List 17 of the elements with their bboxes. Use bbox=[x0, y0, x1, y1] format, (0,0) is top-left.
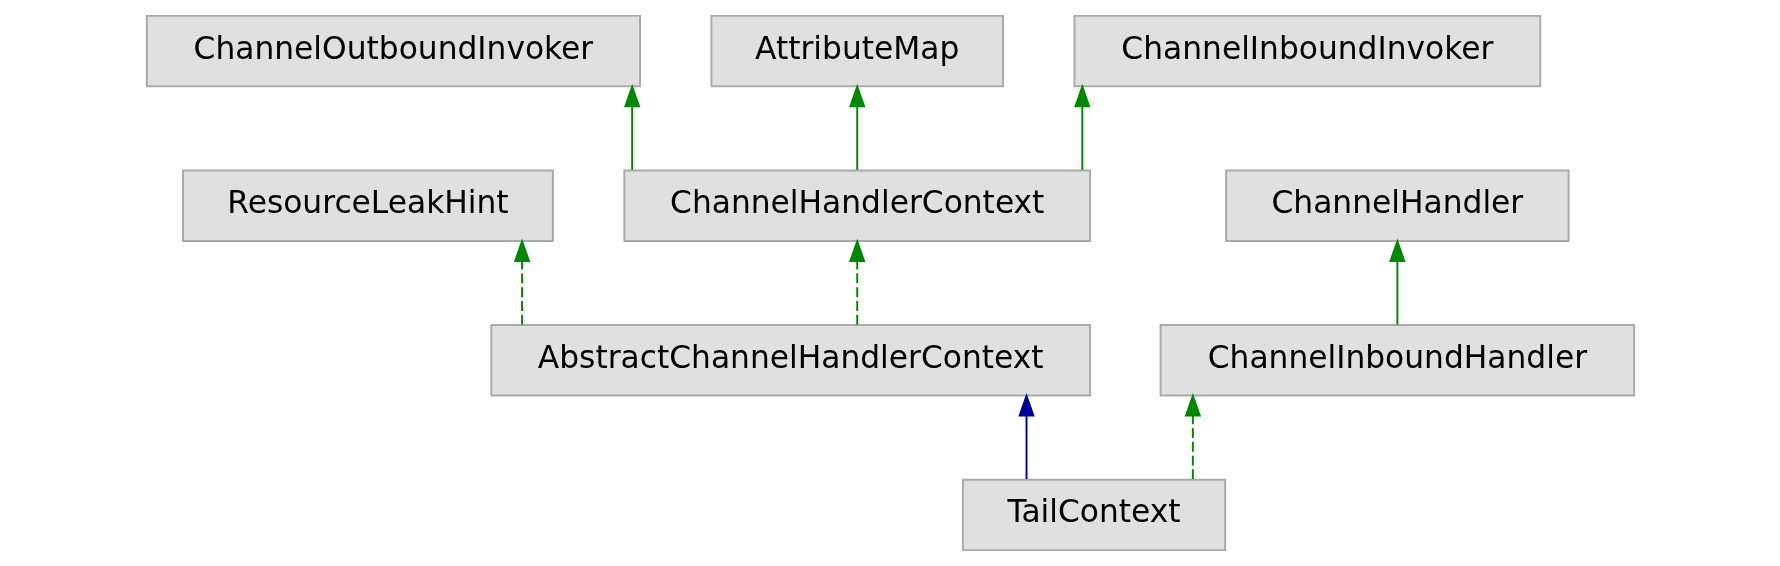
arrow bbox=[1388, 238, 1406, 326]
node-box: AbstractChannelHandlerContext bbox=[489, 324, 1091, 397]
arrow bbox=[1073, 83, 1091, 171]
arrow bbox=[1017, 393, 1035, 481]
arrow bbox=[513, 238, 530, 326]
node-box: ChannelInboundHandler bbox=[1159, 324, 1635, 397]
node-box: AttributeMap bbox=[709, 14, 1004, 88]
node-box: ChannelHandler bbox=[1224, 169, 1570, 242]
arrow bbox=[848, 83, 865, 171]
arrow bbox=[1184, 393, 1201, 481]
node-box: ChannelInboundInvoker bbox=[1073, 14, 1541, 88]
node-box: ChannelOutboundInvoker bbox=[145, 14, 641, 88]
arrow bbox=[848, 238, 865, 326]
node-box: ChannelHandlerContext bbox=[622, 169, 1091, 242]
node-box: ResourceLeakHint bbox=[181, 169, 554, 242]
arrow bbox=[623, 83, 640, 171]
node-box: TailContext bbox=[961, 478, 1226, 552]
